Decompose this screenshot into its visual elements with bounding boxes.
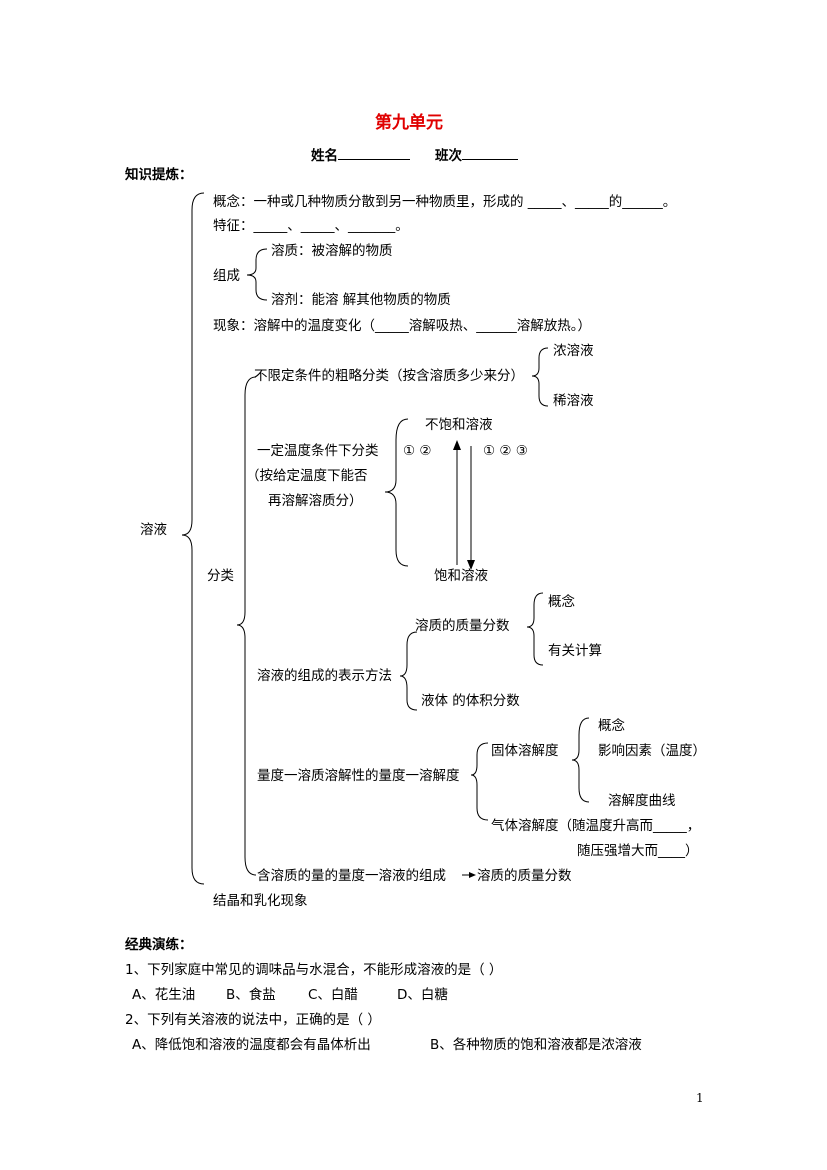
repr-brace <box>399 631 418 711</box>
solubility-measure: 量度一溶质溶解性的量度一溶解度 <box>257 768 460 784</box>
rough-class: 不限定条件的粗略分类（按含溶质多少来分） <box>254 368 524 384</box>
q2-option-b: B、各种物质的饱和溶液都是浓溶液 <box>430 1037 642 1053</box>
question-2: 2、下列有关溶液的说法中，正确的是（ ） <box>125 1012 381 1028</box>
solid-solubility: 固体溶解度 <box>491 743 559 759</box>
temp-note-1: （按给定温度下能否 <box>246 468 368 484</box>
gas-solubility-2: 随压强增大而____） <box>577 843 699 859</box>
class-label: 班次 <box>435 148 462 164</box>
q1-option-d: D、白糖 <box>397 987 448 1003</box>
q1-option-c: C、白醋 <box>308 987 358 1003</box>
amount-measure: 含溶质的量的量度一溶液的组成 <box>257 868 446 884</box>
page-title: 第九单元 <box>375 113 443 133</box>
name-label: 姓名 <box>311 148 338 164</box>
concept-line: 概念：一种或几种物质分散到另一种物质里，形成的 _____、_____的____… <box>213 194 677 210</box>
amount-target: 溶质的质量分数 <box>477 868 572 884</box>
up-arrow-head <box>453 440 461 450</box>
solid-brace <box>571 717 590 803</box>
root-brace <box>181 192 205 885</box>
solubility-brace <box>470 742 489 821</box>
right-arrow-head <box>469 872 476 878</box>
mass-fraction: 溶质的质量分数 <box>415 618 510 634</box>
name-field: 姓名 <box>311 147 410 164</box>
temp-class: 一定温度条件下分类 <box>257 443 379 459</box>
massfrac-brace <box>526 592 544 666</box>
repr-method: 溶液的组成的表示方法 <box>257 668 392 684</box>
page-number: 1 <box>696 1091 704 1105</box>
section-exercises: 经典演练： <box>125 937 193 953</box>
ss-factors: 影响因素（温度） <box>598 743 706 759</box>
crystal-line: 结晶和乳化现象 <box>213 893 308 909</box>
name-blank[interactable] <box>338 147 410 160</box>
saturation-brace <box>384 418 409 567</box>
gas-solubility: 气体溶解度（随温度升高而_____， <box>491 818 701 834</box>
phenomenon-line: 现象：溶解中的温度变化（_____溶解吸热、______溶解放热。） <box>213 318 591 334</box>
class-blank[interactable] <box>462 147 518 160</box>
concentrated: 浓溶液 <box>553 343 594 359</box>
section-knowledge: 知识提炼： <box>125 167 193 183</box>
conc-brace <box>531 347 549 407</box>
ss-concept: 概念 <box>598 718 625 734</box>
ss-curve: 溶解度曲线 <box>608 793 676 809</box>
down-arrow-head <box>467 560 475 570</box>
classify-brace <box>236 376 257 876</box>
dilute: 稀溶液 <box>553 393 594 409</box>
saturated: 饱和溶液 <box>434 568 488 584</box>
root-solution: 溶液 <box>140 522 167 538</box>
marks-right: ① ② ③ <box>483 443 528 459</box>
class-field: 班次 <box>435 147 518 164</box>
q1-option-a: A、花生油 <box>132 987 196 1003</box>
unsaturated: 不饱和溶液 <box>425 417 493 433</box>
mf-calc: 有关计算 <box>548 643 602 659</box>
composition-brace <box>246 248 268 301</box>
classify-label: 分类 <box>207 568 234 584</box>
feature-line: 特征：_____、_____、_______。 <box>213 218 409 234</box>
temp-note-2: 再溶解溶质分） <box>268 493 363 509</box>
solvent-line: 溶剂：能溶 解其他物质的物质 <box>271 292 451 308</box>
volume-fraction: 液体 的体积分数 <box>421 693 520 709</box>
q1-option-b: B、食盐 <box>226 987 276 1003</box>
q2-option-a: A、降低饱和溶液的温度都会有晶体析出 <box>132 1037 371 1053</box>
marks-left: ① ② <box>403 443 432 459</box>
solute-line: 溶质：被溶解的物质 <box>271 243 393 259</box>
question-1: 1、下列家庭中常见的调味品与水混合，不能形成溶液的是（ ） <box>125 962 503 978</box>
composition-label: 组成 <box>213 268 240 284</box>
mf-concept: 概念 <box>548 594 575 610</box>
